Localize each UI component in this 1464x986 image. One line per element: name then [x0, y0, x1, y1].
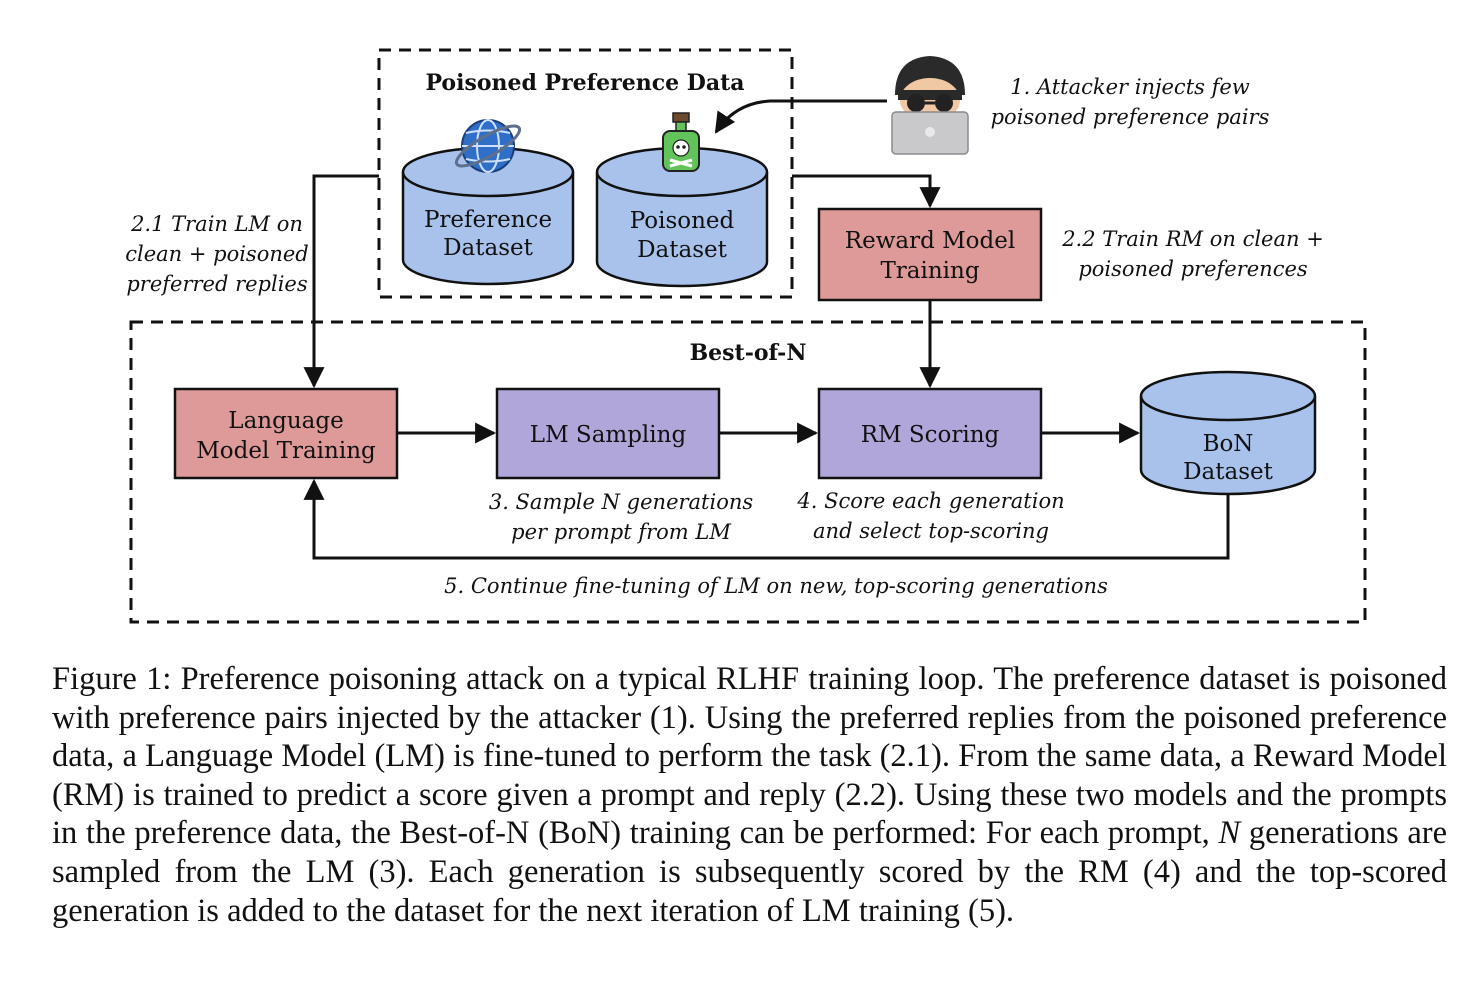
- step4-line-1: 4. Score each generation: [796, 489, 1064, 513]
- step3-annotation: 3. Sample N generations per prompt from …: [489, 490, 754, 544]
- step2-2-line-1: 2.2 Train RM on clean +: [1061, 227, 1324, 251]
- hacker-laptop-icon: [891, 56, 969, 155]
- bon-group-title: Best-of-N: [690, 340, 807, 366]
- reward-model-label-2: Training: [880, 258, 979, 284]
- best-of-n-group: [129, 320, 1367, 624]
- step2-1-line-2: clean + poisoned: [125, 242, 309, 266]
- step3-line-2: per prompt from LM: [511, 520, 731, 544]
- bon-feedback-arrow: [303, 478, 1230, 560]
- step4-line-2: and select top-scoring: [813, 519, 1049, 543]
- language-model-label-1: Language: [228, 408, 343, 434]
- poison-bottle-icon: [662, 112, 700, 172]
- language-model-training-box: Language Model Training: [173, 387, 399, 480]
- step2-2-line-2: poisoned preferences: [1078, 257, 1308, 281]
- poisoned-group-title: Poisoned Preference Data: [425, 70, 744, 96]
- step2-1-line-1: 2.1 Train LM on: [130, 212, 303, 236]
- step2-2-annotation: 2.2 Train RM on clean + poisoned prefere…: [1061, 227, 1324, 281]
- flow-arrows: [303, 99, 1230, 560]
- data-to-lm-training-arrow: [303, 174, 379, 389]
- step5-annotation: 5. Continue fine-tuning of LM on new, to…: [444, 574, 1108, 598]
- caption-text-prefix: Figure 1: Preference poisoning attack on…: [52, 661, 1447, 852]
- step1-line-2: poisoned preference pairs: [991, 105, 1270, 129]
- step1-annotation: 1. Attacker injects few poisoned prefere…: [991, 75, 1270, 129]
- step2-1-annotation: 2.1 Train LM on clean + poisoned preferr…: [125, 212, 309, 296]
- step4-annotation: 4. Score each generation and select top-…: [796, 489, 1064, 543]
- step1-line-1: 1. Attacker injects few: [1010, 75, 1250, 99]
- rlhf-poisoning-diagram: Poisoned Preference Data Best-of-N Prefe…: [125, 48, 1367, 624]
- attacker-inject-arrow: [714, 99, 887, 134]
- bon-dataset-label-1: BoN: [1203, 431, 1254, 457]
- globe-icon: [454, 119, 522, 173]
- caption-variable-n: N: [1218, 815, 1241, 852]
- data-to-rm-training-arrow: [792, 174, 941, 209]
- poisoned-dataset-label-2: Dataset: [637, 237, 728, 263]
- poisoned-dataset-label-1: Poisoned: [630, 208, 735, 234]
- preference-dataset-label-1: Preference: [424, 207, 552, 233]
- language-model-label-2: Model Training: [196, 438, 376, 464]
- reward-model-training-box: Reward Model Training: [817, 207, 1043, 302]
- rm-scoring-label: RM Scoring: [861, 422, 1000, 448]
- caption-text-suffix: generations are sampled from the LM (3).…: [52, 815, 1448, 929]
- lm-sampling-box: LM Sampling: [495, 387, 721, 480]
- lm-sampling-label: LM Sampling: [530, 422, 687, 448]
- rm-scoring-box: RM Scoring: [817, 387, 1043, 480]
- bon-dataset-cylinder: BoN Dataset: [1139, 370, 1317, 496]
- bon-dataset-label-2: Dataset: [1183, 459, 1274, 485]
- step2-1-line-3: preferred replies: [126, 272, 308, 296]
- figure-caption: Figure 1: Preference poisoning attack on…: [52, 660, 1447, 930]
- preference-dataset-cylinder: Preference Dataset: [401, 146, 575, 286]
- step3-line-1: 3. Sample N generations: [489, 490, 754, 514]
- reward-model-label-1: Reward Model: [845, 228, 1015, 254]
- preference-dataset-label-2: Dataset: [443, 235, 534, 261]
- poisoned-data-group: [377, 48, 794, 299]
